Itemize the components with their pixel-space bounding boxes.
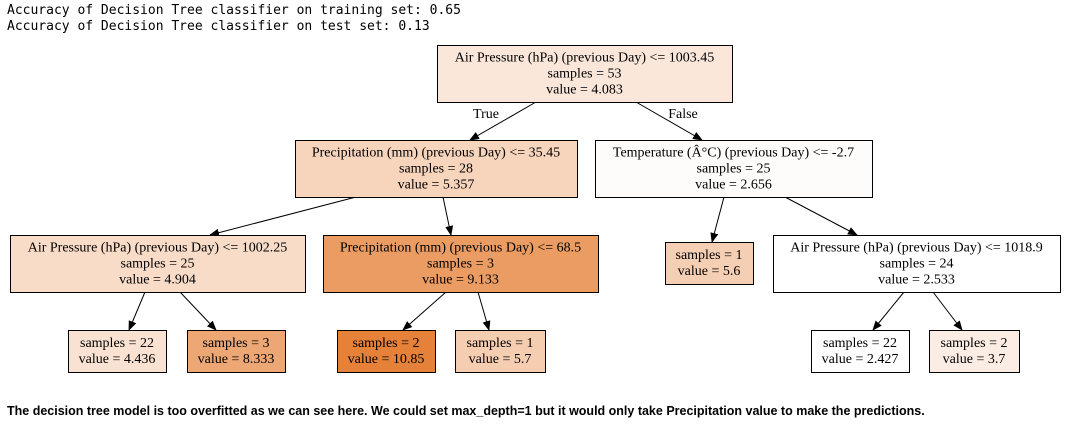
- node-value: value = 5.7: [469, 352, 532, 367]
- node-value: value = 2.656: [695, 178, 772, 193]
- node-condition: Temperature (Â°C) (previous Day) <= -2.7: [613, 144, 854, 161]
- node-samples: samples = 1: [676, 248, 743, 263]
- tree-edges: True False: [128, 101, 963, 331]
- edge-label-true: True: [473, 107, 499, 122]
- tree-node-n1: Precipitation (mm) (previous Day) <= 35.…: [295, 140, 578, 198]
- edge-n0-n1: [469, 101, 537, 141]
- node-samples: samples = 25: [121, 257, 195, 272]
- edge-n3-n8: [179, 291, 217, 331]
- edge-n1-n4: [442, 196, 454, 236]
- node-condition: Air Pressure (hPa) (previous Day) <= 101…: [790, 241, 1043, 256]
- tree-node-n2: Temperature (Â°C) (previous Day) <= -2.7…: [595, 140, 873, 198]
- node-box: [68, 330, 167, 373]
- node-samples: samples = 24: [880, 257, 954, 272]
- node-samples: samples = 2: [941, 336, 1008, 351]
- edge-n4-n10: [477, 291, 491, 331]
- node-box: [10, 235, 306, 293]
- tree-nodes: Air Pressure (hPa) (previous Day) <= 100…: [10, 45, 1061, 373]
- edge-label-false: False: [668, 107, 698, 122]
- node-samples: samples = 2: [353, 336, 420, 351]
- tree-node-n3: Air Pressure (hPa) (previous Day) <= 100…: [10, 235, 306, 293]
- node-value: value = 2.427: [822, 352, 899, 367]
- node-box: [811, 330, 910, 373]
- tree-node-n0: Air Pressure (hPa) (previous Day) <= 100…: [437, 45, 733, 103]
- node-condition: Precipitation (mm) (previous Day) <= 35.…: [312, 146, 560, 161]
- node-samples: samples = 3: [203, 336, 270, 351]
- node-value: value = 5.357: [398, 178, 475, 193]
- decision-tree-diagram: True False Air Pressure (hPa) (previous D…: [10, 45, 1061, 373]
- node-box: [665, 242, 754, 285]
- node-samples: samples = 22: [823, 336, 897, 351]
- node-value: value = 9.133: [422, 273, 499, 288]
- node-condition: Precipitation (mm) (previous Day) <= 68.…: [340, 241, 581, 256]
- node-box: [455, 330, 546, 373]
- node-box: [437, 45, 733, 103]
- edge-n0-n2: [635, 101, 703, 141]
- edge-n1-n3: [209, 196, 357, 237]
- node-value: value = 4.904: [119, 273, 196, 288]
- node-value: value = 4.083: [546, 83, 623, 98]
- test-accuracy-output: Accuracy of Decision Tree classifier on …: [7, 19, 430, 34]
- node-value: value = 8.333: [198, 352, 275, 367]
- node-box: [595, 140, 873, 198]
- edge-n3-n7: [128, 291, 146, 331]
- edge-n6-n11: [872, 291, 905, 331]
- node-box: [929, 330, 1020, 373]
- node-condition: Air Pressure (hPa) (previous Day) <= 100…: [455, 51, 715, 66]
- edge-n2-n5: [710, 196, 725, 243]
- node-box: [337, 330, 436, 373]
- tree-node-n6: Air Pressure (hPa) (previous Day) <= 101…: [773, 235, 1061, 293]
- node-condition: Air Pressure (hPa) (previous Day) <= 100…: [28, 241, 288, 256]
- node-value: value = 4.436: [79, 352, 156, 367]
- node-value: value = 3.7: [943, 352, 1006, 367]
- node-value: value = 5.6: [678, 264, 741, 279]
- training-accuracy-output: Accuracy of Decision Tree classifier on …: [7, 3, 461, 18]
- tree-node-n4: Precipitation (mm) (previous Day) <= 68.…: [323, 235, 599, 293]
- node-box: [323, 235, 599, 293]
- edge-n2-n6: [784, 196, 858, 236]
- node-samples: samples = 22: [80, 336, 154, 351]
- node-samples: samples = 1: [467, 336, 534, 351]
- node-box: [187, 330, 286, 373]
- edge-n4-n9: [402, 291, 447, 331]
- node-samples: samples = 25: [697, 162, 771, 177]
- node-box: [295, 140, 578, 198]
- node-value: value = 10.85: [348, 352, 425, 367]
- explanation-note: The decision tree model is too overfitte…: [7, 404, 925, 418]
- node-box: [773, 235, 1061, 293]
- node-samples: samples = 3: [427, 257, 494, 272]
- node-value: value = 2.533: [878, 273, 955, 288]
- node-samples: samples = 28: [399, 162, 473, 177]
- edge-n6-n12: [932, 291, 963, 331]
- node-samples: samples = 53: [548, 67, 622, 82]
